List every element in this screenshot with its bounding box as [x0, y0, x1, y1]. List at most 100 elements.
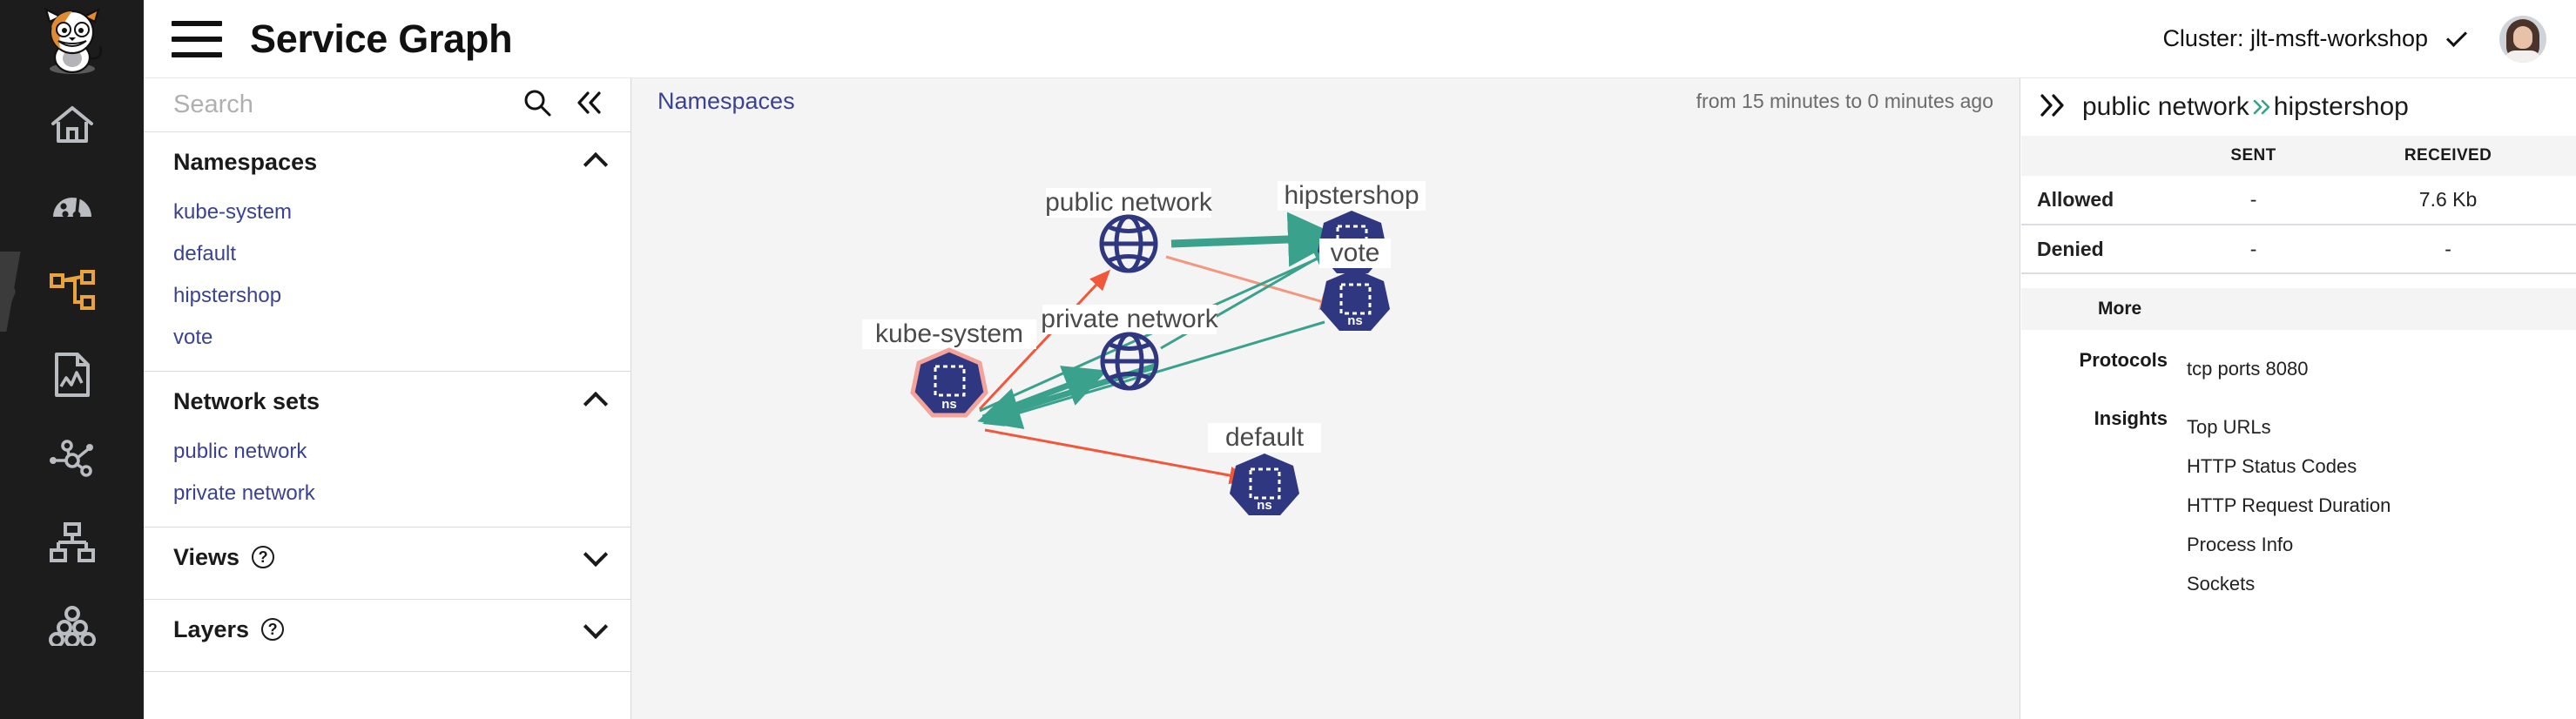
field-values: Top URLs HTTP Status Codes HTTP Request …: [2187, 407, 2391, 603]
page-title: Service Graph: [250, 16, 513, 61]
cluster-selector-label: Cluster: jlt-msft-workshop: [2162, 25, 2428, 51]
avatar-body: [2505, 50, 2541, 63]
table-col-sent: SENT: [2187, 136, 2321, 176]
section-title: Namespaces: [173, 148, 318, 175]
search-row: [144, 78, 631, 132]
nav-item-label: private network: [173, 481, 315, 505]
section-header-network-sets[interactable]: Network sets: [144, 372, 631, 431]
insight-sockets[interactable]: Sockets: [2187, 573, 2256, 595]
breadcrumb[interactable]: Namespaces: [657, 87, 795, 114]
section-header-namespaces[interactable]: Namespaces: [144, 132, 631, 192]
detail-title: public network hipstershop: [2082, 92, 2409, 122]
cell-denied-sent: -: [2187, 225, 2321, 274]
graph-svg: public network hipstershop ns vote: [862, 181, 1426, 515]
chevron-double-right-icon[interactable]: [2037, 92, 2067, 123]
namespace-dashed-square: [1339, 283, 1372, 315]
section-title: Views: [173, 543, 240, 570]
search-icon[interactable]: [523, 88, 552, 122]
chevron-down-icon: [583, 541, 609, 568]
chevron-down-icon: [583, 614, 609, 640]
cluster-selector[interactable]: Cluster: jlt-msft-workshop: [2162, 25, 2468, 52]
section-header-layers[interactable]: Layers ?: [144, 600, 631, 659]
namespace-dashed-square: [1249, 467, 1281, 500]
top-header: Service Graph Cluster: jlt-msft-workshop: [144, 0, 2576, 78]
filter-panel: Namespaces kube-system default hipstersh…: [144, 78, 631, 719]
cell-denied-received: -: [2320, 225, 2576, 274]
dashboard-gauge-icon: [50, 187, 95, 229]
detail-destination-label: hipstershop: [2273, 92, 2409, 121]
globe-icon: [1100, 332, 1159, 391]
canvas-topbar: Namespaces from 15 minutes to 0 minutes …: [631, 78, 2020, 124]
home-icon: [50, 104, 95, 144]
help-icon[interactable]: ?: [252, 546, 275, 568]
hamburger-icon[interactable]: [172, 20, 222, 57]
row-label-allowed: Allowed: [2021, 176, 2187, 225]
sidebar-item-cluster[interactable]: [0, 584, 144, 668]
nav-item-label: kube-system: [173, 200, 293, 224]
more-section-header[interactable]: More: [2021, 288, 2576, 330]
sidebar-item-public-network[interactable]: public network: [144, 431, 631, 473]
cluster-dots-icon: [48, 606, 96, 646]
edge-kube-system-to-public-network[interactable]: [978, 269, 1111, 411]
graph-node-default[interactable]: default ns: [1208, 423, 1321, 515]
chevron-double-left-icon[interactable]: [575, 90, 604, 120]
field-insights: Insights Top URLs HTTP Status Codes HTTP…: [2021, 407, 2576, 603]
detail-panel: public network hipstershop SENT RECEIVED: [2021, 78, 2576, 719]
sidebar-item-dashboard[interactable]: [0, 166, 144, 250]
table-row: Allowed - 7.6 Kb: [2021, 176, 2576, 225]
sidebar-item-private-network[interactable]: private network: [144, 473, 631, 514]
sidebar-item-service-graph[interactable]: [0, 250, 144, 333]
header-right-group: Cluster: jlt-msft-workshop: [2162, 15, 2546, 63]
insight-process-info[interactable]: Process Info: [2187, 534, 2294, 555]
node-label: default: [1225, 423, 1305, 452]
edge-kube-system-to-default[interactable]: [984, 428, 1251, 485]
sidebar-item-kube-system[interactable]: kube-system: [144, 192, 631, 233]
section-network-sets: Network sets public network private netw…: [144, 372, 631, 527]
flow-direction-icon: [2251, 97, 2272, 117]
graph-node-private-network[interactable]: private network: [1041, 305, 1219, 391]
service-graph-canvas[interactable]: Namespaces from 15 minutes to 0 minutes …: [631, 78, 2020, 719]
graph-node-public-network[interactable]: public network: [1045, 188, 1213, 273]
section-layers: Layers ?: [144, 600, 631, 672]
chevron-up-icon: [583, 391, 609, 417]
sidebar-item-vote[interactable]: vote: [144, 317, 631, 359]
help-icon[interactable]: ?: [261, 618, 285, 641]
logs-document-icon: [51, 352, 93, 399]
detail-source-label: public network: [2082, 92, 2249, 121]
graph-node-kube-system[interactable]: kube-system ns: [862, 319, 1036, 418]
namespace-hexagon-icon: [1230, 454, 1299, 515]
graph-node-vote[interactable]: vote ns: [1319, 239, 1391, 331]
nav-item-label: hipstershop: [173, 284, 282, 307]
namespace-hexagon-icon: [1320, 269, 1390, 331]
traffic-table: SENT RECEIVED Allowed - 7.6 Kb Denied - …: [2021, 136, 2576, 274]
field-key: Insights: [2094, 407, 2168, 429]
sidebar-item-network[interactable]: [0, 417, 144, 501]
node-label: vote: [1331, 239, 1380, 267]
sidebar-item-default[interactable]: default: [144, 233, 631, 275]
sidebar-item-home[interactable]: [0, 83, 144, 166]
node-label: private network: [1041, 305, 1218, 333]
avatar[interactable]: [2499, 15, 2546, 63]
search-input[interactable]: [173, 91, 523, 119]
section-header-views[interactable]: Views ?: [144, 527, 631, 587]
insight-http-request-duration[interactable]: HTTP Request Duration: [2187, 494, 2391, 516]
divider: [144, 599, 631, 600]
table-row: Denied - -: [2021, 225, 2576, 274]
calico-cat-logo[interactable]: [0, 0, 144, 83]
left-icon-rail: [0, 0, 144, 719]
node-sublabel: ns: [1347, 313, 1363, 328]
field-key: Protocols: [2079, 349, 2168, 371]
node-label: hipstershop: [1284, 181, 1419, 210]
namespace-dashed-square: [934, 365, 966, 397]
table-col-received: RECEIVED: [2320, 136, 2576, 176]
edge-public-network-to-vote[interactable]: [1165, 255, 1341, 310]
insight-top-urls[interactable]: Top URLs: [2187, 416, 2271, 438]
table-col-blank: [2021, 136, 2187, 176]
detail-header: public network hipstershop: [2021, 78, 2576, 136]
sidebar-item-policies[interactable]: [0, 501, 144, 584]
field-value: tcp ports 8080: [2187, 358, 2309, 380]
sidebar-item-hipstershop[interactable]: hipstershop: [144, 275, 631, 317]
insight-http-status-codes[interactable]: HTTP Status Codes: [2187, 455, 2357, 477]
sidebar-item-logs[interactable]: [0, 333, 144, 417]
edge-public-network-to-hipstershop[interactable]: [1170, 212, 1343, 267]
